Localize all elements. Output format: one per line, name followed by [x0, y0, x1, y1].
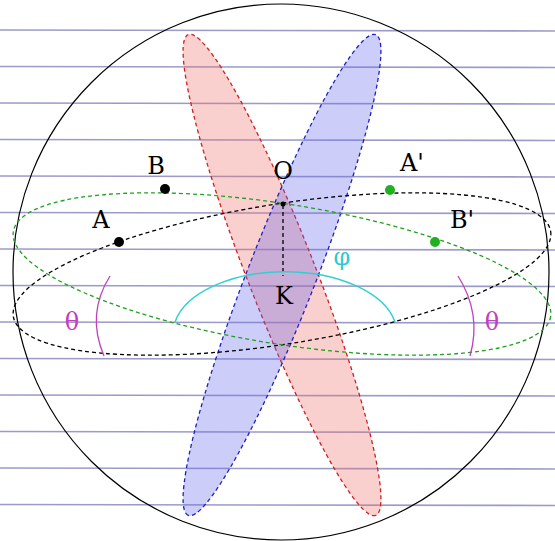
ruled-line [0, 103, 555, 104]
point-dot [430, 237, 440, 247]
ruled-line [0, 67, 555, 68]
red-plane [157, 22, 408, 527]
point-label: B [147, 154, 165, 178]
blue-plane [157, 22, 408, 527]
point-label: φ [334, 245, 351, 269]
point-label: K [275, 284, 293, 308]
theta-arc [458, 276, 474, 356]
point-label: θ [65, 310, 79, 334]
point-label: A' [400, 151, 424, 175]
ruled-line [0, 140, 555, 141]
ruled-line [0, 30, 555, 31]
point-label: A [92, 208, 109, 232]
sphere-outline [13, 4, 549, 540]
ruled-line [0, 468, 555, 469]
point-dot [281, 202, 286, 207]
ruled-line [0, 432, 555, 433]
point-dot [114, 237, 124, 247]
point-dot [385, 185, 395, 195]
phi-arc [175, 272, 395, 322]
point-label: B' [450, 208, 474, 232]
point-label: θ [485, 310, 499, 334]
o-k-line [282, 205, 283, 276]
point-dot [160, 184, 170, 194]
ruled-line [0, 505, 555, 506]
ruled-line [0, 395, 555, 396]
black-orbit [2, 162, 555, 385]
green-orbit [2, 162, 555, 385]
point-label: O [273, 159, 293, 183]
theta-arc [96, 276, 110, 356]
